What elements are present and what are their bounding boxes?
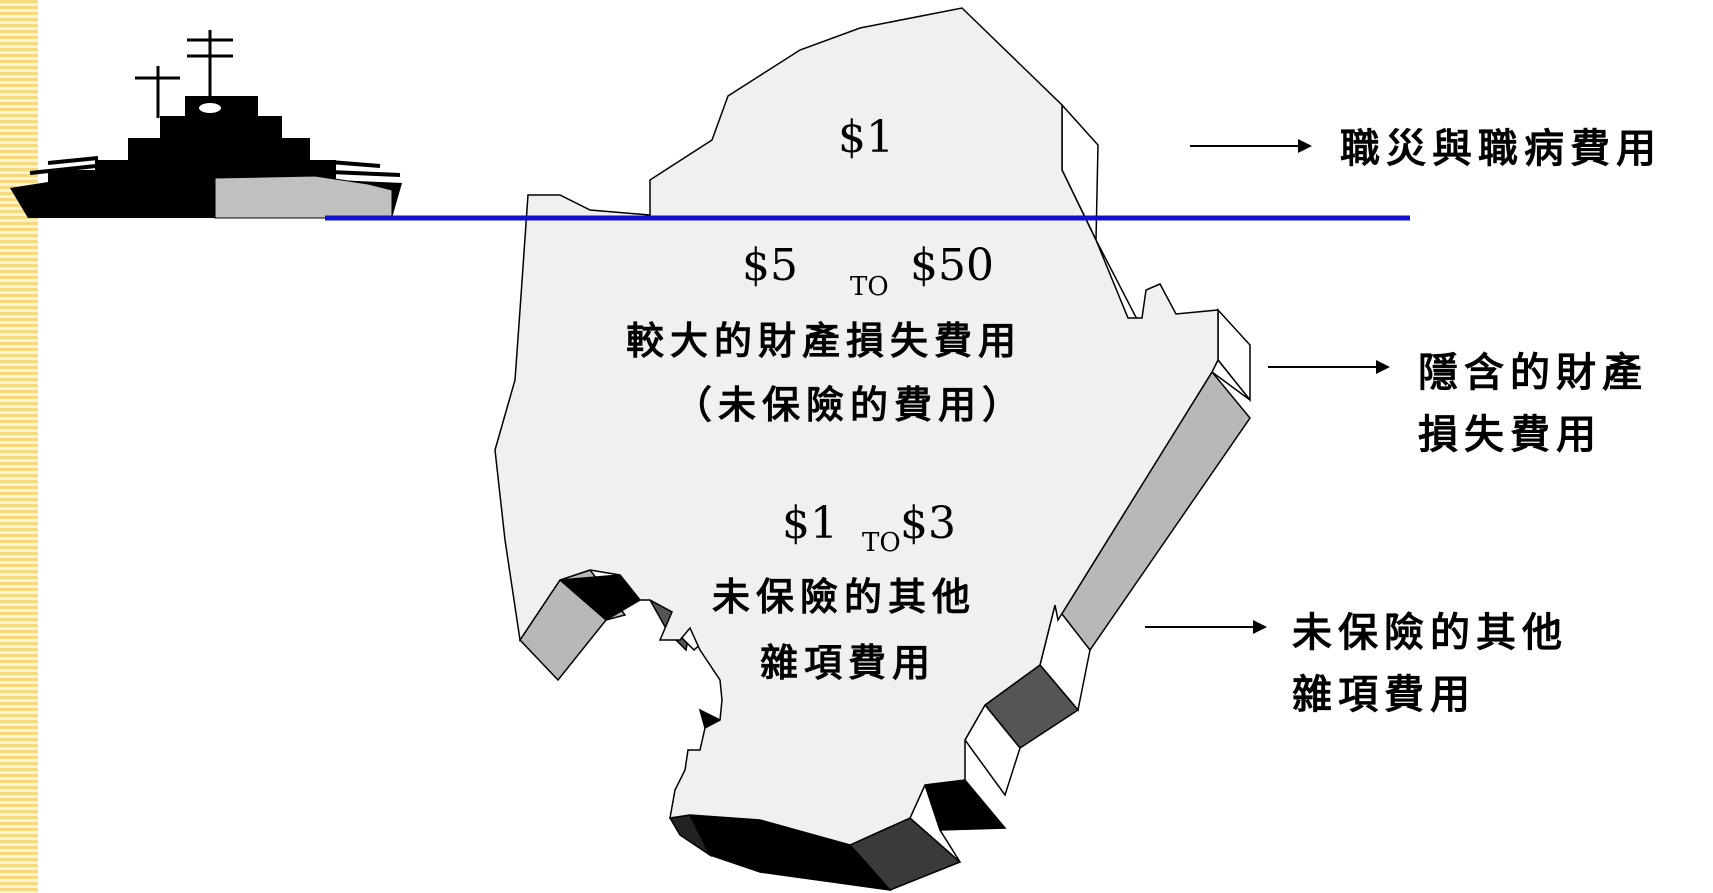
- bottom-amount-from: $1: [782, 498, 838, 549]
- battleship-icon: [10, 30, 402, 219]
- middle-amount-from: $5: [742, 240, 798, 291]
- bottom-to-word: TO: [862, 528, 901, 558]
- arrow-other-costs: [1145, 620, 1267, 634]
- middle-line1: 較大的財產損失費用: [626, 318, 1023, 363]
- label-visible-costs: 職災與職病費用: [1340, 125, 1662, 172]
- iceberg-sides: [519, 103, 1251, 892]
- label-other-line1: 未保險的其他: [1292, 609, 1568, 656]
- label-hidden-property-line1: 隱含的財產: [1418, 349, 1648, 396]
- middle-amount-to: $50: [910, 240, 994, 291]
- bottom-line1: 未保險的其他: [712, 574, 977, 619]
- label-other-line2: 雜項費用: [1292, 671, 1476, 718]
- middle-to-word: TO: [850, 272, 889, 302]
- tip-amount: $1: [838, 112, 894, 163]
- decorative-stripe-bar: [0, 0, 38, 893]
- bottom-amount-to: $3: [900, 498, 956, 549]
- middle-line2: （未保險的費用）: [674, 382, 1027, 427]
- arrow-hidden-property: [1268, 360, 1390, 374]
- bottom-line2: 雜項費用: [760, 640, 937, 685]
- arrow-visible-costs: [1190, 139, 1312, 153]
- label-hidden-property-line2: 損失費用: [1418, 411, 1602, 458]
